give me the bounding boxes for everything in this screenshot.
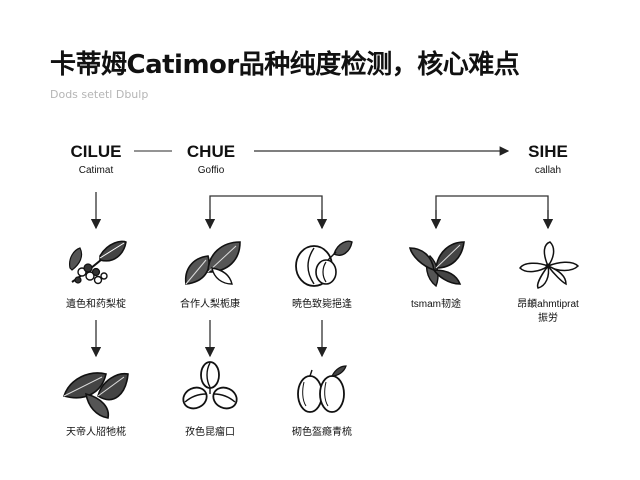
group-code: CHUE — [186, 142, 236, 161]
page-subtitle: Dods setetl Dbulp — [50, 88, 149, 101]
group-sub: callah — [534, 165, 562, 176]
group-sihe: SIHE callah — [488, 142, 608, 176]
coffee-seed-icon — [182, 361, 238, 410]
flower-icon — [519, 241, 580, 289]
group-code: SIHE — [528, 142, 568, 161]
node-label-row1-1: 遺色和药梨椗 — [66, 299, 126, 310]
coffee-cherry-branch-icon — [69, 240, 127, 285]
node-label-row1-3: 暁色致毙挹逢 — [292, 299, 352, 310]
branch-sihe — [435, 195, 549, 228]
large-leaf-icon — [62, 372, 129, 419]
node-label-row2-1: 天帝人牊牠椛 — [66, 427, 126, 438]
leaf-cluster-icon — [408, 241, 465, 288]
group-sub: Goffio — [197, 165, 225, 176]
node-label-row2-3: 砌色盔瘾青梳 — [292, 427, 352, 438]
group-cilue: CILUE Catimat — [36, 142, 156, 176]
node-label-row1-4: tsmam韧途 — [411, 299, 461, 310]
coffee-bean-leaf-icon — [295, 240, 353, 287]
group-sub: Catimat — [78, 165, 114, 176]
group-code: CILUE — [70, 142, 122, 161]
group-chue: CHUE Goffio — [151, 142, 271, 176]
node-label-row2-2: 孜色昆瘤口 — [185, 427, 235, 438]
branch-chue — [209, 195, 323, 228]
node-label-row1-5: 昂頔ahmtiprat 振労 — [517, 299, 579, 324]
node-label-row1-2: 合作人梨栀康 — [180, 299, 240, 310]
page-title: 卡蒂姆Catimor品种纯度检测，核心难点 — [50, 50, 520, 80]
leaf-pair-icon — [184, 241, 241, 285]
fruit-pair-icon — [297, 365, 347, 413]
